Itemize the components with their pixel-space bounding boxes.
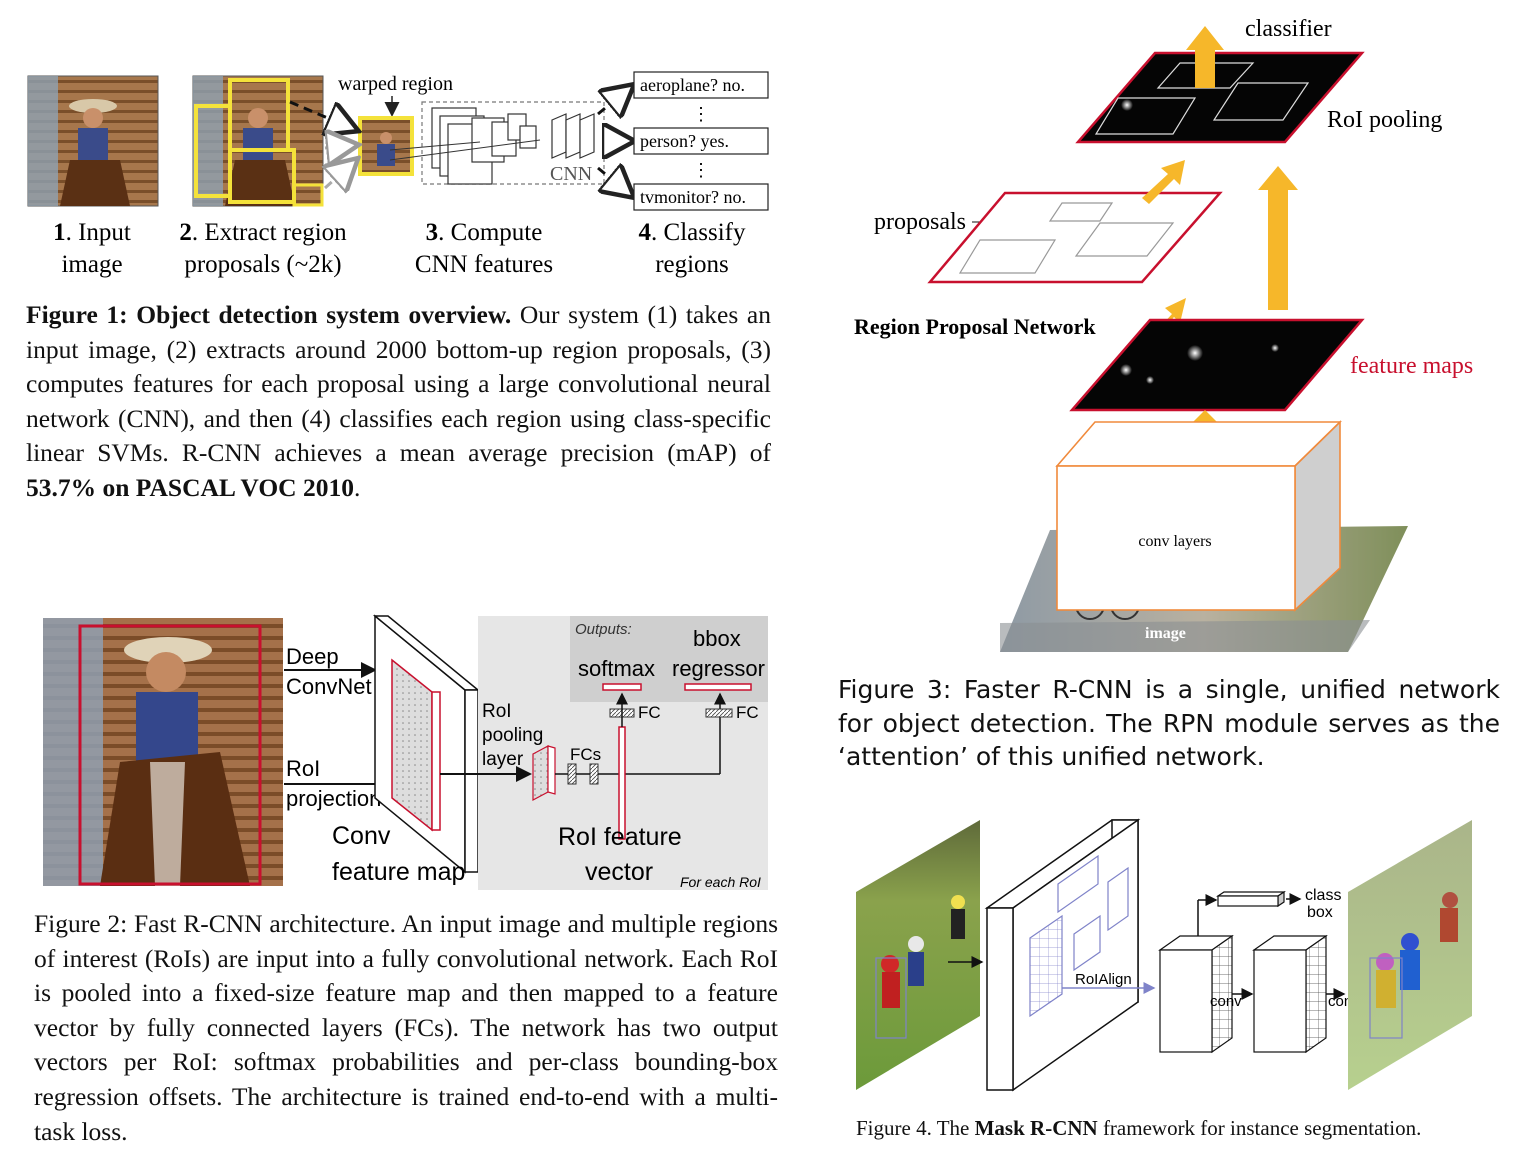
conv-layers-label: conv layers	[1138, 533, 1211, 550]
roi-pooling-label: RoI pooling	[1327, 107, 1442, 133]
figure-4-caption: Figure 4. The Mask R-CNN framework for i…	[856, 1114, 1496, 1142]
step-1-line1: 1. Input	[53, 219, 131, 246]
roi-pooling-map	[1075, 51, 1365, 144]
figure-1-caption-lead: Figure 1: Object detection system overvi…	[26, 300, 512, 329]
fc-label-1: FC	[638, 703, 661, 722]
proposals-arrow	[1142, 160, 1185, 204]
outputs-label: Outputs:	[575, 621, 632, 638]
for-each-roi-label: For each RoI	[680, 874, 761, 890]
feature-maps-to-roi-arrow	[1258, 166, 1298, 310]
figure-4-caption-bold: Mask R-CNN	[974, 1116, 1098, 1140]
roialign-label: RoIAlign	[1075, 971, 1132, 988]
feature-map-label: feature map	[332, 858, 465, 886]
step-4-line1: 4. Classify	[639, 219, 746, 246]
warped-region-image	[358, 116, 414, 176]
step-1-line2: image	[61, 251, 122, 278]
fcs-label: FCs	[570, 745, 601, 764]
figure-1-diagram: warped region CNN	[27, 71, 769, 278]
input-image	[27, 75, 159, 207]
output-dots-2: ⋮	[692, 160, 710, 180]
figure-4-diagram: RoIAlign class box conv conv	[856, 818, 1472, 1092]
conv-layers-cube	[1055, 420, 1342, 612]
roi-feature-block	[1158, 934, 1234, 1054]
fc-label-2: FC	[736, 703, 759, 722]
proposals-image	[192, 75, 324, 207]
step-labels: 1. Input image 2. Extract region proposa…	[53, 219, 746, 278]
image-label: image	[1145, 625, 1186, 642]
figure-2-caption: Figure 2: Fast R-CNN architecture. An in…	[34, 909, 778, 1146]
feature-maps-label: feature maps	[1350, 353, 1473, 379]
conv-label-1: conv	[1210, 993, 1242, 1010]
step-4-line2: regions	[655, 251, 729, 278]
figure-1-caption-text: Our system (1) takes an input image, (2)…	[26, 300, 771, 468]
figure-2: Deep ConvNet RoI projection Conv feature…	[40, 612, 780, 897]
fast-rcnn-input-image	[43, 618, 283, 886]
mask-rcnn-output-image	[1348, 820, 1472, 1090]
box-label: box	[1307, 904, 1333, 921]
figure-4: RoIAlign class box conv conv	[850, 812, 1480, 1102]
conv-feature-map	[372, 614, 481, 874]
step-3-line1: 3. Compute	[426, 219, 543, 246]
figure-3-caption: Figure 3: Faster R-CNN is a single, unif…	[838, 675, 1500, 771]
warped-region-label: warped region	[338, 73, 453, 95]
conv-label: Conv	[332, 822, 391, 850]
deep-label: Deep	[286, 644, 339, 669]
regressor-label: regressor	[672, 656, 765, 681]
output-tvmonitor: tvmonitor? no.	[640, 187, 746, 207]
output-dots-1: ⋮	[692, 104, 710, 124]
cnn-label: CNN	[550, 163, 592, 185]
class-box-head	[1216, 890, 1286, 908]
class-label: class	[1305, 887, 1341, 904]
cnn-layers	[431, 107, 595, 185]
output-aeroplane: aeroplane? no.	[640, 75, 745, 95]
softmax-label: softmax	[578, 656, 655, 681]
roi-pooling-label-3: layer	[482, 749, 524, 770]
feature-maps-plane	[1069, 318, 1365, 412]
classifier-arrow	[1186, 26, 1224, 88]
proposals-plane	[927, 191, 1223, 284]
convnet-label: ConvNet	[286, 674, 372, 699]
figure-4-caption-post: framework for instance segmentation.	[1097, 1116, 1422, 1140]
figure-1-caption-end: .	[353, 472, 361, 502]
vector-label: vector	[585, 858, 653, 886]
figure-4-caption-pre: Figure 4. The	[856, 1116, 975, 1140]
roi-pooling-label-1: RoI	[482, 701, 512, 722]
figure-3-diagram: classifier RoI pooling proposals Region …	[854, 16, 1473, 652]
roi-feature-label: RoI feature	[558, 823, 682, 851]
backbone-feature-map	[984, 818, 1141, 1092]
proposals-label: proposals	[874, 209, 966, 235]
roi-label: RoI	[286, 756, 320, 781]
step-3-line2: CNN features	[415, 251, 553, 278]
roi-pooling-label-2: pooling	[482, 725, 543, 746]
step-2-line1: 2. Extract region	[179, 219, 347, 246]
step-2-line2: proposals (~2k)	[184, 251, 341, 278]
figure-1: warped region CNN	[20, 10, 790, 310]
figure-3: classifier RoI pooling proposals Region …	[850, 8, 1500, 658]
projection-label: projection	[286, 786, 381, 811]
figure-1-caption: Figure 1: Object detection system overvi…	[26, 298, 771, 506]
figure-1-caption-bold: 53.7% on PASCAL VOC 2010	[26, 472, 354, 502]
mask-rcnn-input-image	[856, 820, 980, 1090]
mask-conv-block	[1252, 934, 1328, 1054]
figure-2-diagram: Deep ConvNet RoI projection Conv feature…	[43, 614, 768, 890]
bbox-label: bbox	[693, 626, 741, 651]
rpn-label: Region Proposal Network	[854, 314, 1096, 339]
output-person: person? yes.	[640, 131, 729, 151]
classifier-label: classifier	[1245, 16, 1332, 42]
